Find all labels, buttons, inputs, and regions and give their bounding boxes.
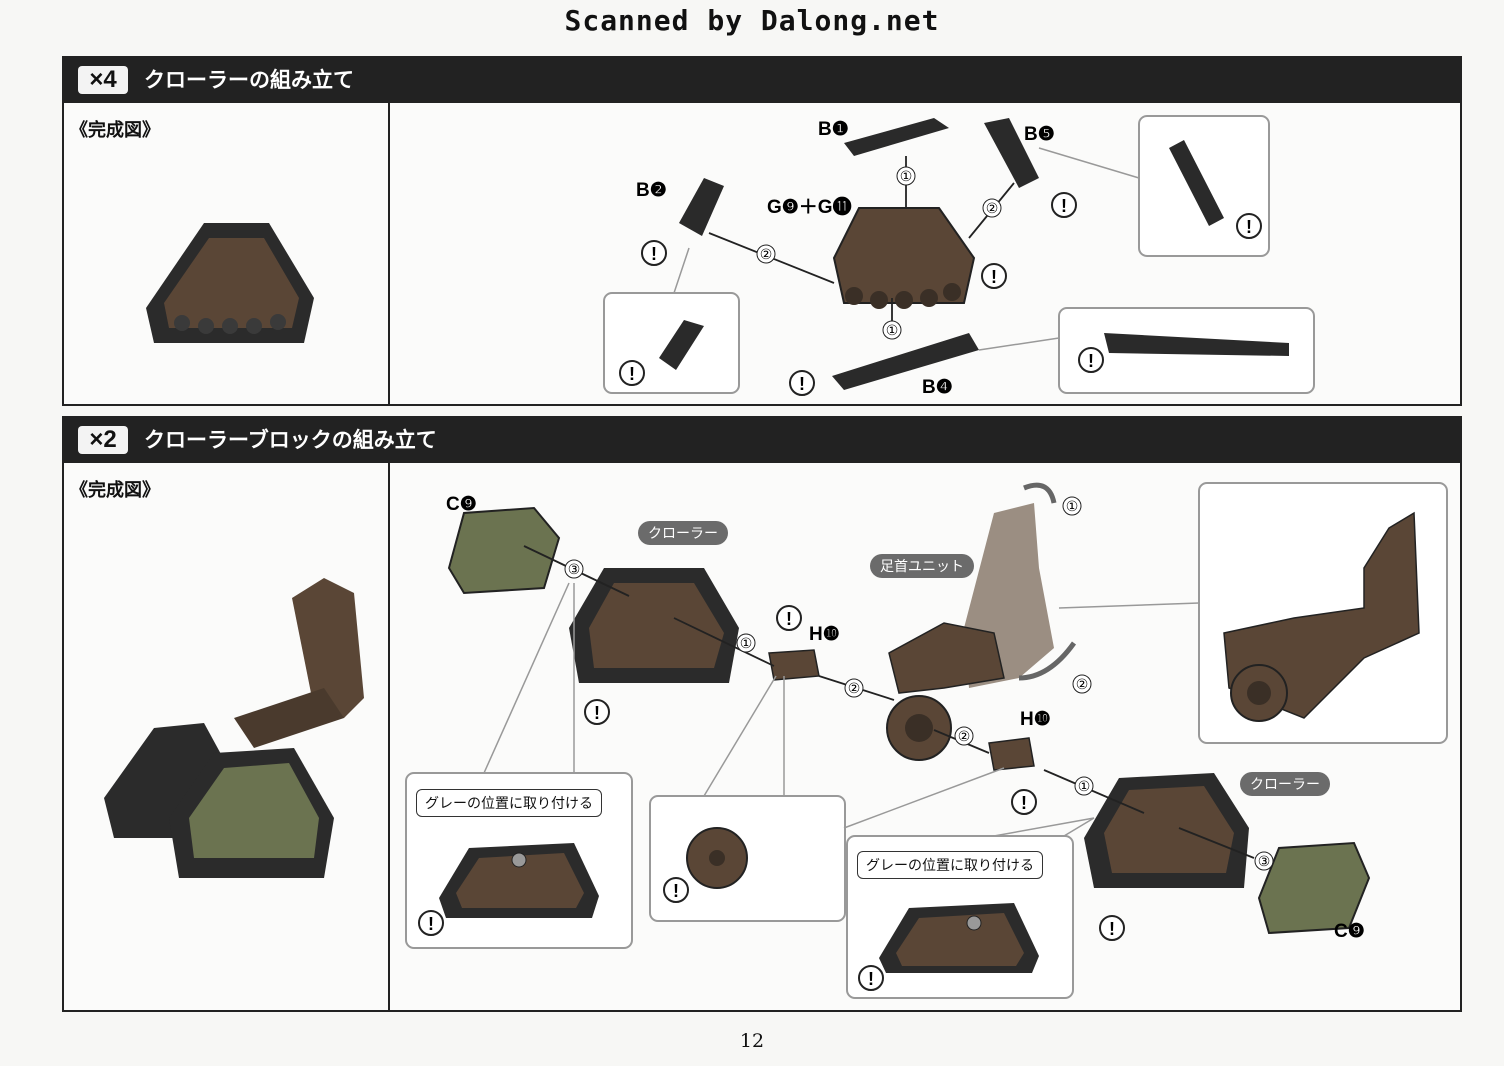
caution-icon — [418, 910, 444, 936]
gray-position-note: グレーの位置に取り付ける — [857, 851, 1043, 879]
tread-b5 — [984, 118, 1039, 188]
quantity-badge: ×4 — [78, 66, 128, 94]
section-header-bar: ×2 クローラーブロックの組み立て — [64, 418, 1460, 463]
completed-block-illustration — [104, 578, 364, 878]
label-ankle-unit: 足首ユニット — [870, 554, 974, 578]
part-label-b5: B❺ — [1024, 124, 1055, 145]
svg-text:!: ! — [1088, 351, 1094, 371]
section-crawler-assembly: ×4 クローラーの組み立て 《完成図》 — [62, 56, 1462, 406]
step-marker: ① — [740, 636, 753, 652]
caution-icon — [619, 360, 645, 386]
svg-text:!: ! — [1109, 919, 1115, 939]
svg-text:!: ! — [629, 364, 635, 384]
step-marker: ③ — [1258, 854, 1271, 870]
svg-text:!: ! — [1246, 217, 1252, 237]
step-marker: ② — [848, 681, 861, 697]
svg-text:!: ! — [1061, 196, 1067, 216]
caution-icon — [641, 240, 667, 266]
crawler-left — [569, 568, 739, 683]
caution-icon — [1236, 213, 1262, 239]
tread-b2 — [679, 178, 724, 236]
part-label-c9: C❾ — [446, 494, 477, 515]
step-marker: ① — [900, 169, 913, 185]
label-crawler: クローラー — [638, 521, 728, 545]
part-label-b4: B❹ — [922, 377, 953, 398]
scan-credit: Scanned by Dalong.net — [564, 4, 940, 37]
quantity-badge: ×2 — [78, 426, 128, 454]
step-marker: ① — [886, 323, 899, 339]
section-title: クローラーの組み立て — [144, 68, 354, 92]
caution-icon — [981, 263, 1007, 289]
svg-text:!: ! — [991, 267, 997, 287]
joint-part-h10 — [988, 737, 1035, 771]
assembly-diagram-2: ③ ① ② ② ① ③ ① ② ① ② ! ! ! ! ! — [104, 482, 1448, 999]
svg-text:!: ! — [1021, 793, 1027, 813]
part-label-g: G❾＋G⓫ — [767, 195, 852, 218]
assembly-diagram-1: ① ① ② ② ! ! ! ! ! ! ! B❶ B❷ B❺ G — [146, 115, 1315, 398]
step-marker: ② — [958, 729, 971, 745]
column-divider — [388, 103, 390, 404]
svg-text:!: ! — [594, 703, 600, 723]
part-label-b2: B❷ — [636, 180, 667, 201]
label-crawler: クローラー — [1240, 772, 1330, 796]
caution-icon — [1051, 192, 1077, 218]
complete-figure-label: 《完成図》 — [70, 120, 160, 141]
step-marker: ② — [760, 247, 773, 263]
part-label-h10: H❿ — [809, 624, 840, 645]
caution-icon — [1099, 915, 1125, 941]
ankle-unit-part — [886, 503, 1054, 761]
caution-icon — [858, 965, 884, 991]
caution-icon — [663, 877, 689, 903]
svg-text:!: ! — [868, 969, 874, 989]
step-marker: ② — [1076, 677, 1089, 693]
step-marker: ① — [1078, 779, 1091, 795]
tread-b4 — [832, 333, 979, 390]
completed-crawler-illustration — [146, 223, 314, 343]
part-label-h10: H❿ — [1020, 709, 1051, 730]
tread-b1 — [844, 118, 949, 156]
crawler-right — [1084, 773, 1249, 888]
section-crawler-block-assembly: ×2 クローラーブロックの組み立て 《完成図》 — [62, 416, 1462, 1012]
complete-figure-label: 《完成図》 — [70, 480, 160, 501]
step-marker: ② — [986, 201, 999, 217]
part-label-b1: B❶ — [818, 119, 849, 140]
cover-part-c9 — [1257, 841, 1371, 935]
caution-icon — [776, 605, 802, 631]
page-number: 12 — [739, 1030, 765, 1052]
gray-position-note: グレーの位置に取り付ける — [416, 789, 602, 817]
joint-part-h10 — [768, 649, 820, 681]
svg-text:!: ! — [786, 609, 792, 629]
caution-icon — [1011, 789, 1037, 815]
crawler-frame-part — [832, 207, 976, 309]
caution-icon — [584, 699, 610, 725]
cover-part-c9 — [447, 506, 561, 595]
caution-icon — [789, 370, 815, 396]
svg-text:!: ! — [651, 244, 657, 264]
section-header-bar: ×4 クローラーの組み立て — [64, 58, 1460, 103]
step-marker: ① — [1066, 499, 1079, 515]
part-label-c9: C❾ — [1334, 921, 1365, 942]
section-title: クローラーブロックの組み立て — [144, 428, 437, 452]
svg-text:!: ! — [428, 914, 434, 934]
column-divider — [388, 463, 390, 1010]
caution-icon — [1078, 347, 1104, 373]
svg-text:!: ! — [673, 881, 679, 901]
svg-text:!: ! — [799, 374, 805, 394]
step-marker: ③ — [568, 562, 581, 578]
